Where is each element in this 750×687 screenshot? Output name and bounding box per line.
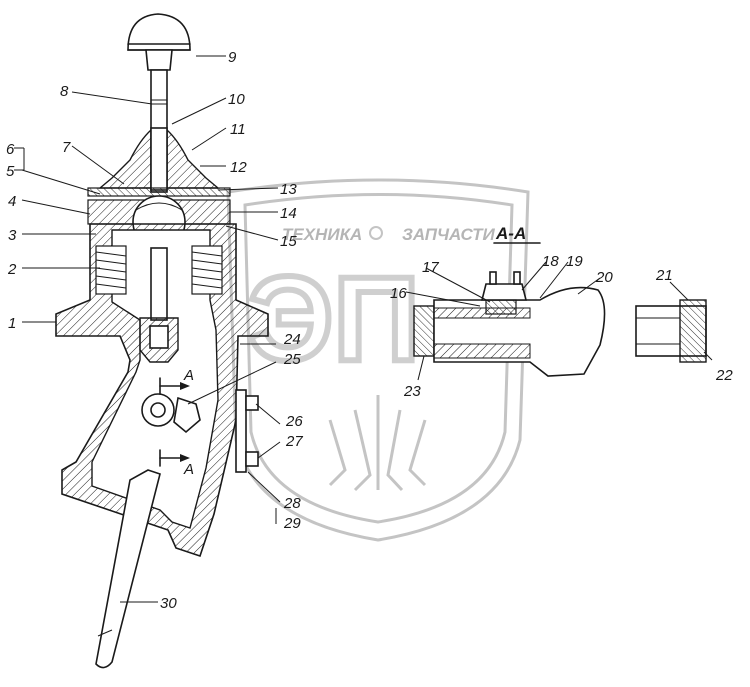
- knob-neck: [145, 49, 173, 71]
- callout-18: 18: [542, 253, 559, 270]
- callout-17: 17: [422, 259, 439, 276]
- section-body: [433, 286, 606, 377]
- watermark-text-right: ЗАПЧАСТИ: [402, 225, 495, 244]
- callout-20: 20: [595, 269, 613, 286]
- callout-25: 25: [283, 351, 301, 368]
- callout-26: 26: [285, 413, 303, 430]
- callout-2: 2: [7, 261, 17, 278]
- watermark-shield-inner: [243, 193, 514, 524]
- callout-23: 23: [403, 383, 421, 400]
- side-plate: [235, 389, 247, 473]
- callout-4: 4: [8, 193, 16, 210]
- callout-28: 28: [283, 495, 301, 512]
- section-title: А-А: [495, 224, 526, 243]
- knob: [127, 13, 191, 51]
- section-marker-bottom: А: [183, 461, 194, 478]
- main-assembly: А А: [55, 13, 269, 669]
- callout-29: 29: [283, 515, 301, 532]
- callout-15: 15: [280, 233, 297, 250]
- spring-right: [191, 245, 223, 295]
- watermark-text-left: ТЕХНИКА: [282, 225, 362, 244]
- callout-19: 19: [566, 253, 583, 270]
- leader-lines: [14, 55, 713, 603]
- callout-22: 22: [715, 367, 733, 384]
- cover-plate: [87, 187, 231, 197]
- callout-30: 30: [160, 595, 177, 612]
- callout-16: 16: [390, 285, 407, 302]
- callout-1: 1: [8, 315, 16, 332]
- callout-11: 11: [230, 121, 246, 138]
- switch-housing: [480, 283, 528, 301]
- watermark-logo: ЭП: [248, 252, 420, 386]
- watermark-wheat-icon: [328, 395, 427, 492]
- pivot-clamp: [173, 396, 201, 434]
- watermark-gear-icon: [369, 226, 383, 240]
- section-view: А-А: [413, 224, 707, 377]
- callout-labels: 1 2 3 4 5 6 7 8 9 10 11 12 13 14 15 16 1…: [6, 49, 733, 612]
- callout-5: 5: [6, 163, 15, 180]
- callout-12: 12: [230, 159, 247, 176]
- callout-10: 10: [228, 91, 245, 108]
- callout-27: 27: [285, 433, 303, 450]
- callout-13: 13: [280, 181, 297, 198]
- watermark: ТЕХНИКА ЗАПЧАСТИ ЭП: [226, 178, 530, 542]
- callout-7: 7: [62, 139, 71, 156]
- callout-14: 14: [280, 205, 297, 222]
- callout-9: 9: [228, 49, 237, 66]
- long-lever: [95, 469, 161, 669]
- callout-6: 6: [6, 141, 15, 158]
- end-cap: [413, 305, 435, 357]
- spring-left: [95, 245, 127, 295]
- section-marker-top: А: [183, 367, 194, 384]
- lower-shaft: [150, 247, 168, 321]
- callout-3: 3: [8, 227, 17, 244]
- callout-21: 21: [655, 267, 673, 284]
- callout-24: 24: [283, 331, 301, 348]
- callout-8: 8: [60, 83, 69, 100]
- watermark-shield: [226, 178, 530, 542]
